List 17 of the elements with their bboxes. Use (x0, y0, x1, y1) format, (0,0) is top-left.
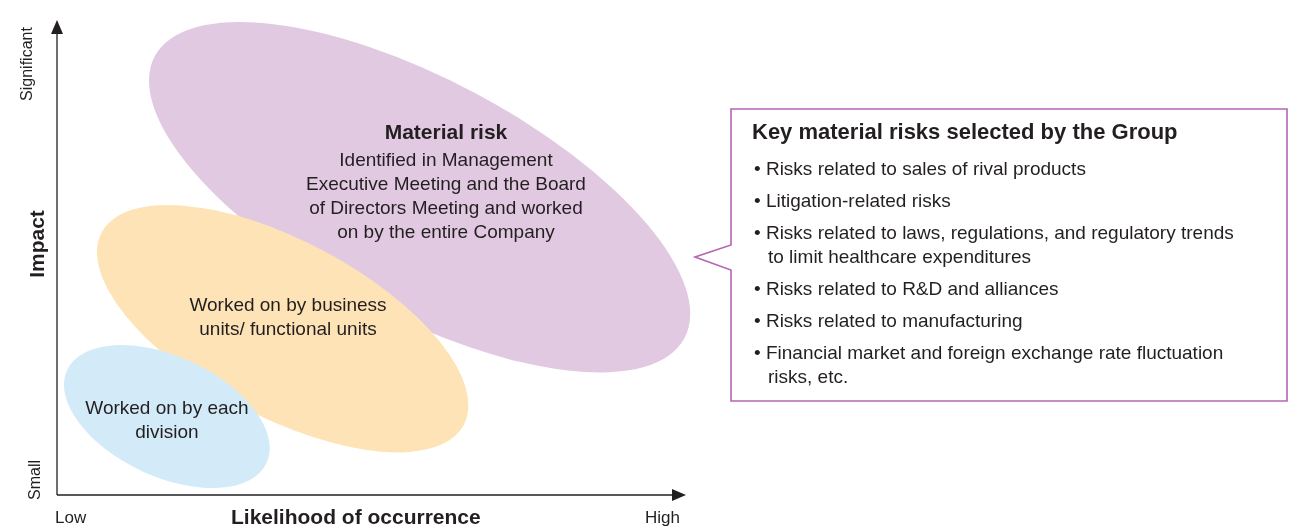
axis-label: Significant (17, 27, 36, 101)
axis-label: High (645, 508, 680, 528)
ellipse-text: Worked on by business units/ functional units (188, 293, 388, 341)
ellipse-heading: Material risk (383, 120, 509, 144)
ellipse-text: Worked on by each division (84, 396, 250, 444)
axis-title: Impact (24, 210, 49, 278)
bullet-item: • Financial market and foreign exchange rate fluctuation risks, etc. (754, 341, 1225, 389)
axis-label: Small (26, 460, 44, 500)
callout-heading: Key material risks selected by the Group (752, 119, 1178, 145)
ellipse-text: Identified in Management Executive Meeting and the Board of Directors Meeting and worked on by the entire Company (306, 148, 586, 244)
bullet-item: • Risks related to sales of rival products (754, 157, 1087, 181)
bullet-item: • Risks related to manufacturing (754, 309, 1024, 333)
axis-label: Low (55, 508, 87, 528)
axis-title: Likelihood of occurrence (231, 505, 481, 529)
bullet-item: • Risks related to laws, regulations, and regulatory trends to limit healthcare expenditures (754, 221, 1235, 269)
bullet-item: • Risks related to R&D and alliances (754, 277, 1060, 301)
bullet-item: • Litigation-related risks (754, 189, 952, 213)
